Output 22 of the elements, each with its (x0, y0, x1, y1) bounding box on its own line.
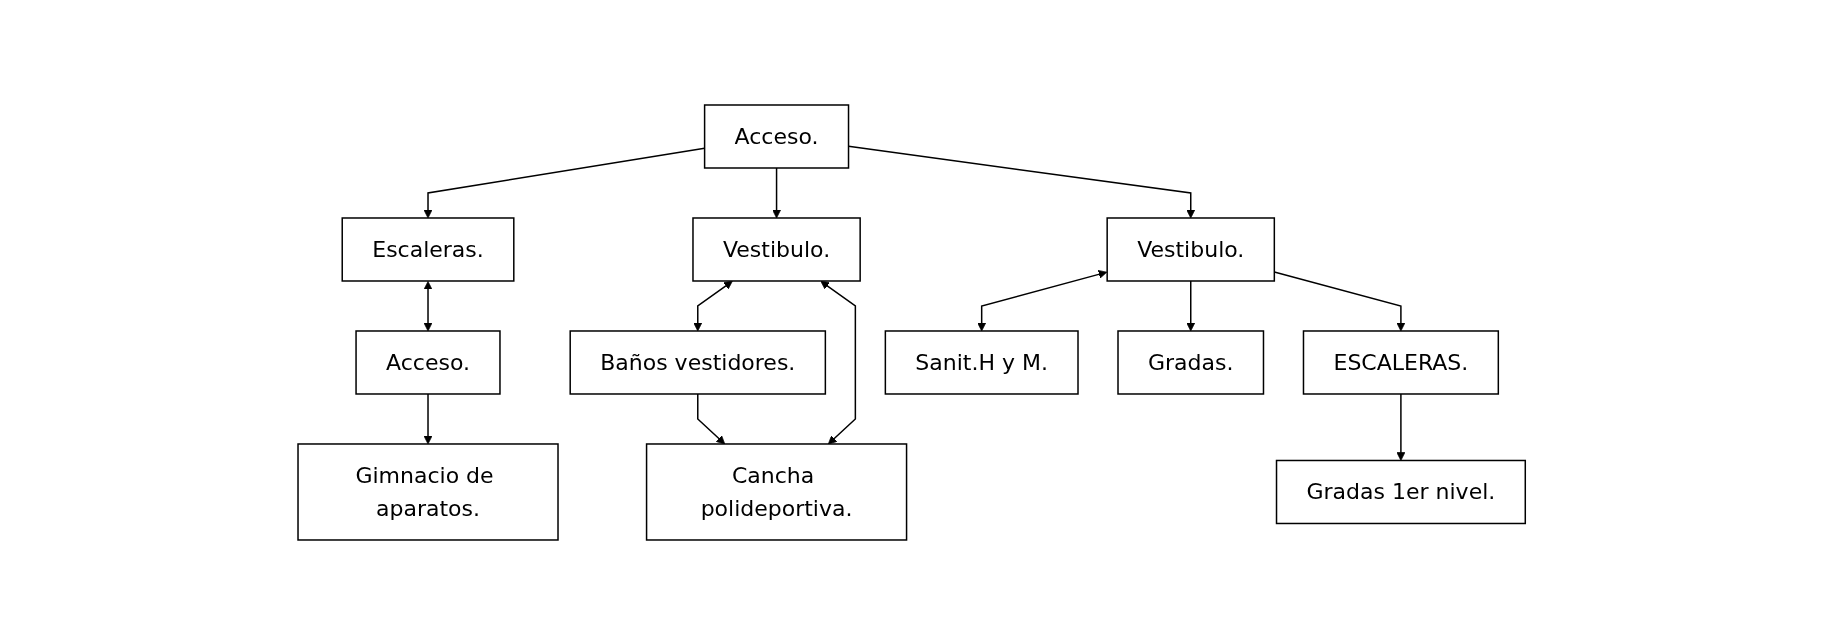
arrow (693, 280, 734, 331)
node-box: Escaleras. (341, 216, 515, 282)
node-box: Cancha polideportiva. (646, 442, 908, 541)
arrow (423, 280, 433, 331)
arrow (977, 269, 1108, 331)
node-box: Vestibulo. (1106, 216, 1276, 282)
arrow (772, 166, 782, 218)
arrow (423, 392, 433, 444)
node-box: Acceso. (704, 103, 850, 169)
node-box: Gradas. (1117, 329, 1265, 395)
node-box: ESCALERAS. (1303, 329, 1500, 395)
node-box: Baños vestidores. (569, 329, 827, 395)
arrow (848, 145, 1196, 218)
node-box: Gimnacio de aparatos. (297, 442, 560, 541)
node-box: Gradas 1er nivel. (1276, 459, 1527, 524)
arrow (1396, 392, 1406, 461)
arrow (820, 280, 857, 444)
arrow (697, 392, 726, 444)
node-box: Acceso. (355, 329, 502, 395)
node-box: Sanit.H y M. (884, 329, 1080, 395)
arrow (1186, 279, 1196, 331)
node-box: Vestibulo. (692, 216, 862, 282)
